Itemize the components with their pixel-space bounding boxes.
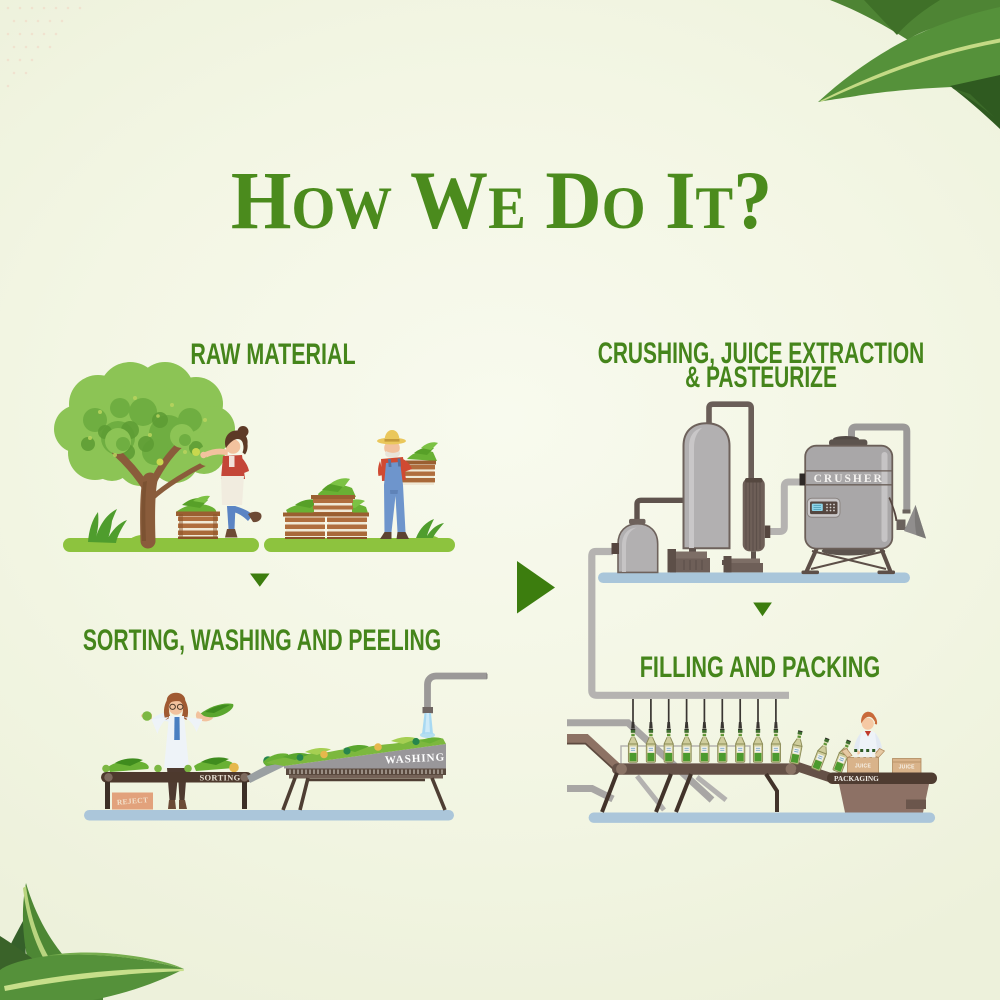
svg-text:WASHING: WASHING	[385, 751, 446, 766]
svg-text:SORTING: SORTING	[199, 773, 240, 783]
svg-text:CRUSHER: CRUSHER	[814, 473, 884, 485]
svg-text:REJECT: REJECT	[116, 795, 148, 807]
svg-text:JUICE: JUICE	[855, 764, 872, 770]
svg-text:JUICE: JUICE	[899, 765, 916, 771]
svg-text:PACKAGING: PACKAGING	[834, 774, 879, 783]
